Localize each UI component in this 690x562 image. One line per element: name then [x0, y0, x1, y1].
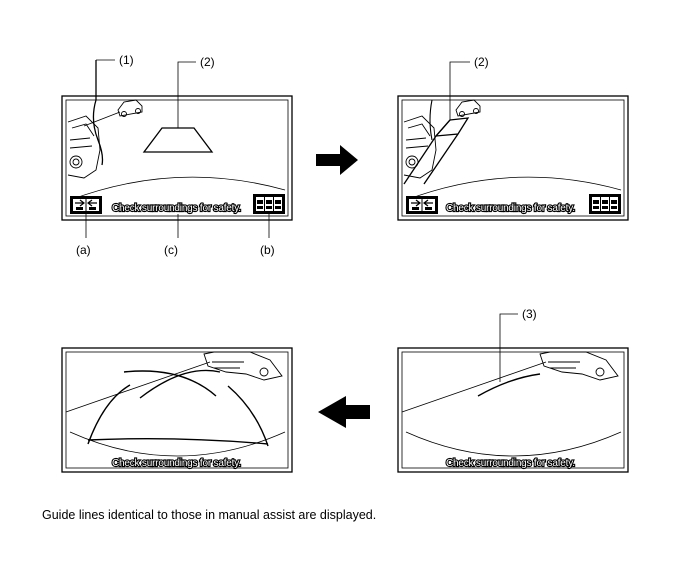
callout-3: (3)	[522, 307, 537, 321]
screen-message-2: Check surroundings for safety.	[446, 203, 575, 214]
arrow-left-icon	[318, 396, 370, 428]
screen-message-1: Check surroundings for safety.	[112, 203, 241, 214]
caption: Guide lines identical to those in manual…	[42, 508, 377, 522]
callout-2-panel-2: (2)	[474, 55, 489, 69]
parking-select-icon	[253, 194, 285, 214]
parking-select-icon	[589, 194, 621, 214]
screen-panel-3: Check surroundings for safety.	[61, 347, 293, 473]
parked-car-rear-image	[539, 351, 619, 381]
mode-switch-icon	[70, 196, 102, 214]
parked-car-image	[67, 115, 101, 179]
arrow-right-icon	[316, 145, 358, 175]
screen-panel-2: Check surroundings for safety. (2)	[397, 55, 629, 221]
parked-car-image	[403, 115, 437, 179]
guide-line-1	[92, 60, 104, 166]
parked-car-rear-image	[203, 351, 283, 381]
screen-message-3: Check surroundings for safety.	[112, 458, 241, 469]
distant-car-image	[117, 99, 143, 117]
callout-1: (1)	[119, 53, 134, 67]
mode-switch-icon	[406, 196, 438, 214]
callout-a: (a)	[76, 243, 91, 257]
guide-lines	[87, 369, 269, 447]
callout-c: (c)	[164, 243, 178, 257]
screen-panel-4: Check surroundings for safety. (3)	[397, 307, 629, 473]
distant-car-image	[455, 99, 481, 117]
guide-line-3	[477, 373, 541, 397]
parking-frame-trapezoid	[142, 127, 214, 153]
screen-panel-1: Check surroundings for safety. (1) (2) (…	[61, 53, 293, 257]
parking-guide-lines	[403, 117, 470, 185]
callout-2-panel-1: (2)	[200, 55, 215, 69]
screen-message-4: Check surroundings for safety.	[446, 458, 575, 469]
callout-b: (b)	[260, 243, 275, 257]
